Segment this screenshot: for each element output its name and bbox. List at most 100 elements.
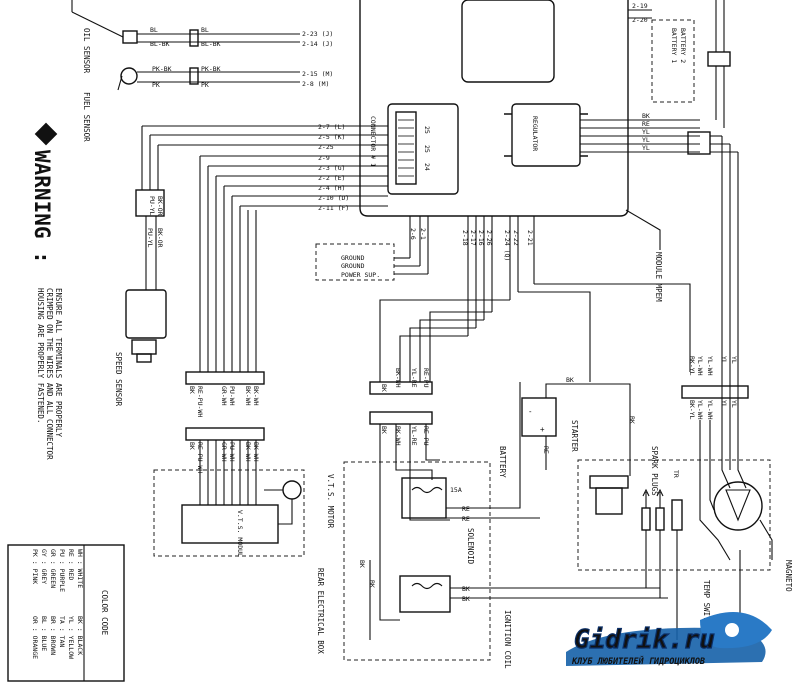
connector-plug: [681, 385, 749, 399]
fuel-sensor-icon: [120, 67, 138, 85]
battery-label: BATTERY: [498, 446, 507, 478]
ground-label: POWER SUP.: [341, 271, 380, 279]
warning-block: WARNING : ENSURE ALL TERMINALS ARE PROPE…: [30, 122, 63, 460]
battery-main-group: - + BK RE BATTERY: [498, 376, 574, 478]
ground-group: GROUND GROUND POWER SUP. 2-6 2-1: [315, 216, 429, 281]
battery-group: 2-19 2-20 BATTERY 1 BATTERY 2: [628, 0, 731, 128]
starter-icon: [589, 475, 629, 489]
wire-label: PK: [201, 81, 209, 89]
color-code-entry: OR : ORANGE: [31, 616, 39, 659]
warning-title: WARNING :: [30, 150, 54, 264]
wire-label: 2-8 (M): [302, 80, 329, 88]
color-code-legend: COLOR CODE WH : WHITE RE : RED PU : PURP…: [7, 544, 125, 682]
pin-label: 2-6: [409, 228, 417, 240]
wire-label: YL-WH: [696, 400, 704, 420]
pin-label: 2-1: [419, 228, 427, 240]
wire-label: BK: [380, 384, 388, 392]
magneto-connector-group: BK-YL YL-WH YL-WH YL YL BK-YL YL-WH YL-W…: [681, 356, 749, 420]
temp-switch-label: TEMP SWITCH: [702, 580, 711, 630]
connector-plug: [185, 427, 265, 441]
regulator-wires: BK RE YL YL YL: [642, 112, 739, 370]
speed-sensor-label: SPEED SENSOR: [114, 352, 123, 407]
wire-label: YL-WH: [706, 356, 714, 376]
pin-label: 2-5 (K): [318, 133, 345, 141]
pin-label: 2-4 (H): [318, 184, 345, 192]
magneto-icon: [713, 481, 763, 531]
wire-label: YL: [642, 136, 650, 144]
color-code-entry: WH : WHITE: [76, 549, 84, 588]
magneto-label: MAGNETO: [784, 560, 793, 592]
svg-text:-: -: [528, 407, 533, 416]
connector-1-wires: 2-7 (L) 2-5 (K) 2-25 2-9 2-3 (G) 2-2 (E)…: [141, 123, 388, 372]
vts-motor-icon: [282, 480, 302, 500]
fuel-sensor-label: FUEL SENSOR: [82, 92, 91, 142]
warning-text: HOUSING ARE PROPERLY FASTENED.: [36, 288, 45, 423]
color-code-entry: PU : PURPLE: [58, 549, 66, 592]
pin-label: 2-18: [461, 230, 469, 246]
wire-label: BK: [628, 416, 636, 424]
ground-label: GROUND: [341, 254, 365, 262]
wire-label: RE: [542, 446, 550, 454]
pin-label: 2-22: [512, 230, 520, 246]
connector-plug: [369, 381, 433, 395]
wire-label: PU-WH: [228, 386, 236, 406]
color-code-entry: PK : PINK: [31, 549, 39, 584]
wire-label: BK-YL: [688, 356, 696, 376]
wire-label: GR-WH: [220, 386, 228, 406]
wire-label: PU-YL: [146, 228, 154, 248]
vts-group: RE-PU-WH BK GR-WH PU-WH BK-WH BK-WH BK R…: [153, 371, 335, 557]
wire-label: YL: [642, 128, 650, 136]
regulator-label: REGULATOR: [531, 116, 539, 151]
oil-sensor-label: OIL SENSOR: [82, 28, 91, 74]
pin-label: 2-16: [477, 230, 485, 246]
connector-label: CONNECTOR # 1: [369, 116, 377, 167]
connector-plug: [135, 189, 165, 217]
connector-pin-number: 25: [423, 126, 431, 134]
pin-label: 2-2 (E): [318, 174, 345, 182]
mpem-bottom-wires: 2-18 2-17 2-16 2-26 2-24 (Q) 2-22 2-21: [379, 216, 691, 382]
warning-diamond-icon: [34, 122, 58, 146]
color-code-entry: TA : TAN: [58, 616, 66, 647]
wire-label: BK: [358, 560, 366, 568]
wire-label: 2-15 (M): [302, 70, 333, 78]
wire-label: BK: [188, 442, 196, 450]
wire-label: PU-YL: [148, 196, 156, 216]
connector-plug: [707, 51, 731, 67]
wire-label: YL: [720, 356, 728, 364]
pin-label: 2-25: [318, 143, 334, 151]
connector-plug: [185, 371, 265, 385]
warning-text: ENSURE ALL TERMINALS ARE PROPERLY: [54, 288, 63, 437]
wire-label: BK: [188, 386, 196, 394]
wire-label: RE: [462, 505, 470, 513]
wire-label: BK: [462, 585, 470, 593]
solenoid: [401, 477, 447, 519]
wire-label: BK: [566, 376, 574, 384]
wire-label: BK-YL: [688, 400, 696, 420]
pin-label: 2-7 (L): [318, 123, 345, 131]
spark-plug-icon: [655, 507, 665, 531]
connector-plug: [189, 67, 199, 85]
wire-label: BK: [642, 112, 650, 120]
color-code-entry: YL : YELLOW: [67, 616, 75, 659]
temp-switch: [671, 499, 683, 531]
wire-label: 2-19: [632, 2, 648, 10]
pin-label: 2-26: [485, 230, 493, 246]
color-code-title: COLOR CODE: [100, 590, 109, 636]
wire-label: BK-WH: [252, 386, 260, 406]
speed-sensor-group: PU-YL BK-OR PU-YL BK-OR SPEED SENSOR: [114, 189, 167, 407]
connector-pin-number: 24: [423, 163, 431, 171]
wire-label: PK-BK: [201, 65, 221, 73]
pin-label: 2-9: [318, 154, 330, 162]
color-code-entry: BK : BLACK: [76, 616, 84, 655]
ignition-coil-label: IGNITION COIL: [503, 610, 512, 669]
pin-label: 2-24 (Q): [503, 230, 511, 261]
wire-label: BL-BK: [150, 40, 170, 48]
rear-electrical-box: 15A RE RE SOLENOID BK BK BK BK REAR ELEC…: [316, 382, 668, 669]
wire-label: BK-WH: [394, 426, 402, 446]
wire-label: YL-WH: [696, 356, 704, 376]
fuel-sensor-group: PK-BK PK PK-BK PK 2-15 (M) 2-8 (M) FUEL …: [82, 65, 333, 142]
mpem-label: MODULE MPEM: [654, 252, 663, 302]
tr-label: TR: [672, 470, 680, 478]
